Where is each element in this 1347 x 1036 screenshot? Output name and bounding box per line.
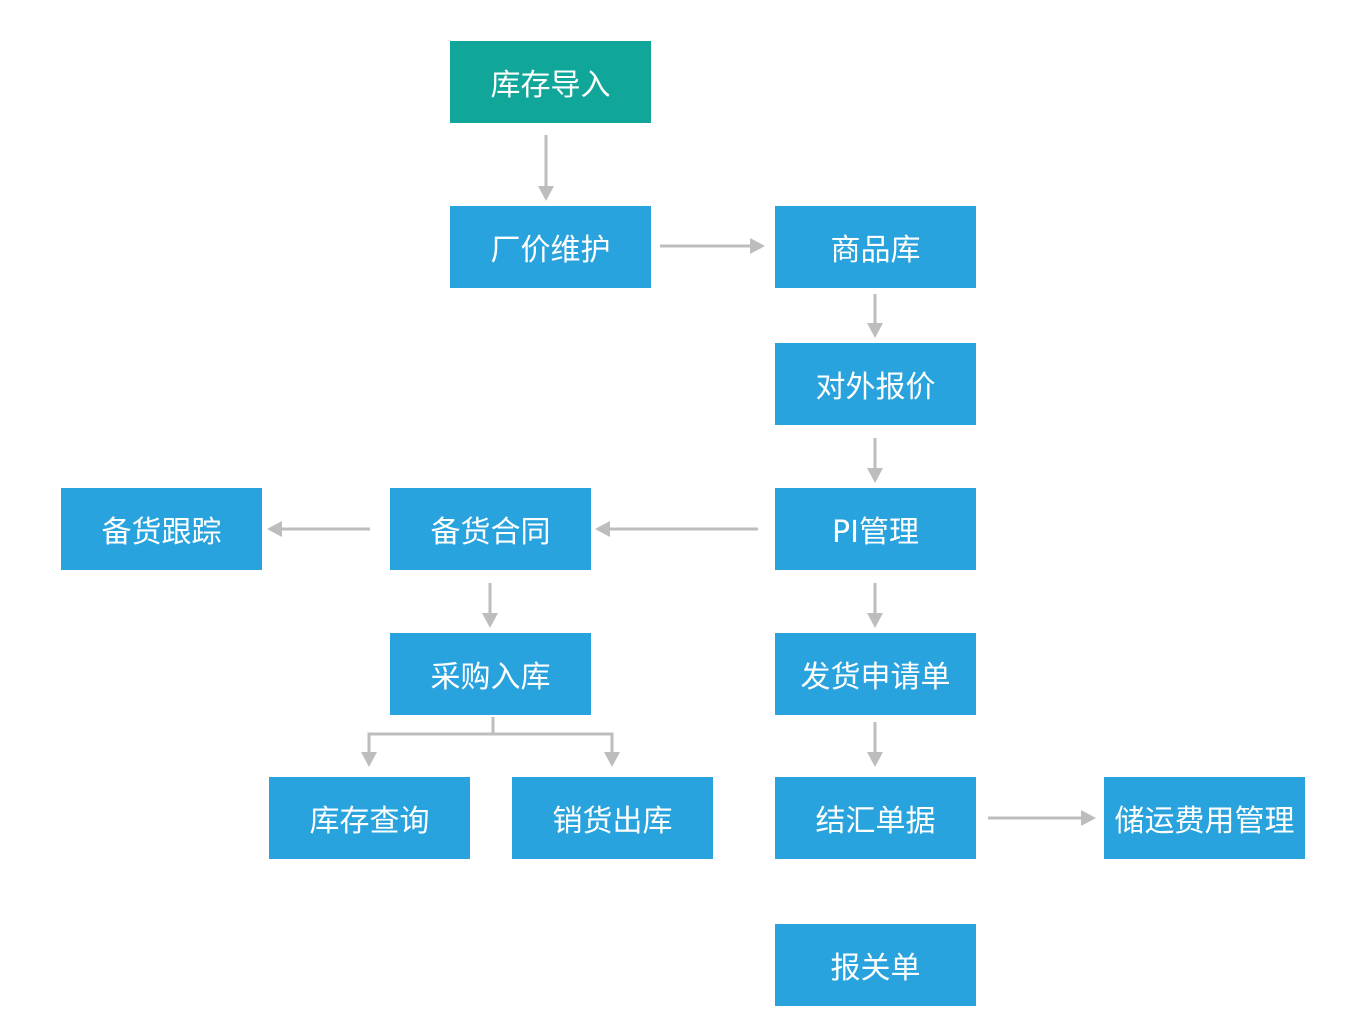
node-inventory-import[interactable]: 库存导入 xyxy=(450,41,651,123)
node-stock-contract[interactable]: 备货合同 xyxy=(390,488,591,570)
node-label: 厂价维护 xyxy=(490,233,611,268)
node-label: 销货出库 xyxy=(552,804,673,839)
node-sales-outbound[interactable]: 销货出库 xyxy=(512,777,713,859)
node-label: 采购入库 xyxy=(430,660,551,695)
node-storage-fee-management[interactable]: 储运费用管理 xyxy=(1104,777,1305,859)
edge-external-quote-to-pi xyxy=(867,438,883,483)
node-label: 对外报价 xyxy=(815,370,936,405)
node-pi-management[interactable]: PI管理 xyxy=(775,488,976,570)
edge-purchase-inbound-split xyxy=(361,717,620,767)
node-shipping-request[interactable]: 发货申请单 xyxy=(775,633,976,715)
node-label: 发货申请单 xyxy=(800,660,951,695)
node-inventory-query[interactable]: 库存查询 xyxy=(269,777,470,859)
node-product-library[interactable]: 商品库 xyxy=(775,206,976,288)
edge-shipping-request-to-settlement xyxy=(867,722,883,767)
edge-pi-to-stock-contract xyxy=(595,521,758,537)
node-purchase-inbound[interactable]: 采购入库 xyxy=(390,633,591,715)
node-stock-tracking[interactable]: 备货跟踪 xyxy=(61,488,262,570)
node-label: 商品库 xyxy=(830,233,921,268)
node-label: 储运费用管理 xyxy=(1114,804,1295,839)
node-label: 结汇单据 xyxy=(815,804,936,839)
node-factory-price[interactable]: 厂价维护 xyxy=(450,206,651,288)
node-label: 库存导入 xyxy=(490,68,611,103)
node-label: 报关单 xyxy=(830,951,921,986)
edge-import-to-factory-price xyxy=(538,135,554,201)
edge-factory-price-to-product-library xyxy=(660,238,765,254)
node-label: 备货合同 xyxy=(430,515,551,550)
node-label: 库存查询 xyxy=(309,804,430,839)
edge-pi-to-shipping-request xyxy=(867,583,883,628)
node-settlement-docs[interactable]: 结汇单据 xyxy=(775,777,976,859)
node-label: PI管理 xyxy=(832,515,919,550)
edge-settlement-to-storage-fee xyxy=(988,810,1096,826)
node-label: 备货跟踪 xyxy=(101,515,222,550)
node-customs-declaration[interactable]: 报关单 xyxy=(775,924,976,1006)
node-external-quote[interactable]: 对外报价 xyxy=(775,343,976,425)
edge-stock-contract-to-tracking xyxy=(267,521,370,537)
edge-product-library-to-external-quote xyxy=(867,294,883,338)
edge-stock-contract-to-purchase-inbound xyxy=(482,583,498,628)
